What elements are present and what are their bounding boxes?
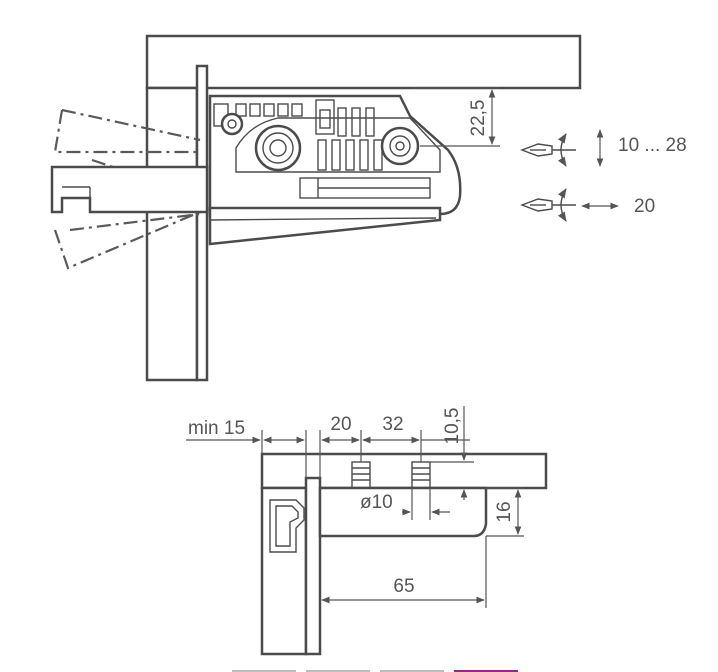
- rotate-arrow-icon: [558, 188, 567, 222]
- hinge-ribs: [213, 99, 383, 171]
- dim-65-label: 65: [393, 576, 414, 597]
- bottom-view: min 15 20 32 10,5 ø10 16 65: [186, 406, 548, 656]
- arm-bracket: [50, 165, 209, 214]
- wall-section: [260, 486, 308, 656]
- adjust-depth-label: 20: [634, 196, 655, 217]
- dim-20-label: 20: [330, 414, 351, 435]
- dim-32-label: 32: [382, 414, 403, 435]
- top-panel: [145, 34, 582, 90]
- dim-diameter-label: ø10: [360, 492, 393, 513]
- screwdriver-icon: [520, 198, 576, 212]
- top-view: 22,5 10 ... 28 20: [50, 34, 687, 382]
- dim-10-5-label: 10,5: [442, 408, 463, 445]
- hinge-wedge: [208, 206, 442, 246]
- rotate-arrow-icon: [558, 133, 567, 167]
- mounting-plate-section: [304, 476, 322, 656]
- side-wall: [145, 86, 199, 382]
- dim-height-label: 22,5: [468, 100, 489, 137]
- adjustment-screw-left: [220, 112, 244, 136]
- screwdriver-icon: [520, 143, 576, 157]
- panel-section: [260, 452, 548, 490]
- hook-profile: [269, 499, 305, 553]
- cam-screw: [254, 124, 302, 172]
- dim-min-label: min 15: [188, 418, 245, 439]
- pivot-screw: [380, 126, 420, 166]
- adjust-vertical-label: 10 ... 28: [618, 135, 687, 156]
- dim-16-label: 16: [494, 501, 515, 522]
- mounting-plate: [195, 64, 209, 382]
